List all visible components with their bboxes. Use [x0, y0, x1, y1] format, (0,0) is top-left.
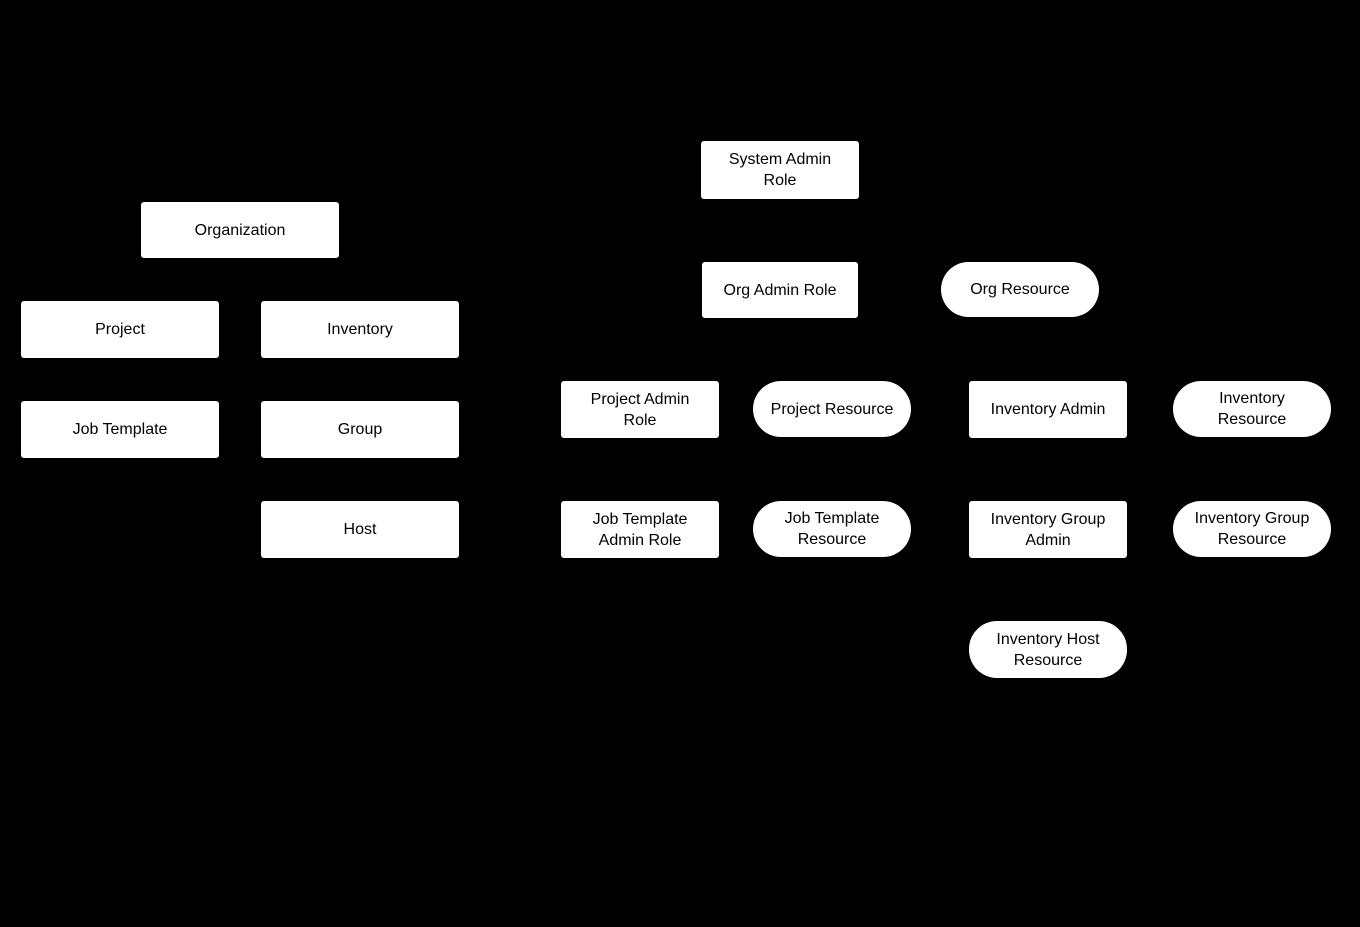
- node-project-label: Project: [95, 321, 145, 338]
- node-project-resource-label: Project Resource: [770, 400, 894, 418]
- node-project-resource: Project Resource: [753, 381, 911, 437]
- node-system-admin-role-label: System Admin Role: [728, 151, 832, 189]
- node-inventory-host-resource: Inventory Host Resource: [969, 621, 1127, 678]
- node-project: Project: [21, 301, 219, 358]
- node-project-admin-role-label: Project Admin Role: [590, 390, 690, 429]
- node-inventory-resource-label: Inventory Resource: [1217, 390, 1287, 428]
- node-inventory-admin: Inventory Admin: [969, 381, 1127, 438]
- node-inventory-group-resource-label: Inventory Group Resource: [1194, 510, 1310, 548]
- node-host: Host: [261, 501, 459, 558]
- node-inventory-group-admin: Inventory Group Admin: [969, 501, 1127, 558]
- node-job-template: Job Template: [21, 401, 219, 458]
- node-inventory-group-admin-label: Inventory Group Admin: [990, 510, 1106, 549]
- node-system-admin-role: System Admin Role: [701, 141, 859, 199]
- node-project-admin-role: Project Admin Role: [561, 381, 719, 438]
- node-job-template-resource-label: Job Template Resource: [784, 510, 880, 548]
- node-job-template-admin-role: Job Template Admin Role: [561, 501, 719, 558]
- node-org-admin-role-label: Org Admin Role: [723, 281, 837, 299]
- node-inventory-resource: Inventory Resource: [1173, 381, 1331, 437]
- node-org-resource-label: Org Resource: [970, 281, 1070, 298]
- node-organization: Organization: [141, 202, 339, 258]
- node-inventory-admin-label: Inventory Admin: [990, 401, 1106, 418]
- node-organization-label: Organization: [194, 221, 286, 239]
- node-org-resource: Org Resource: [941, 262, 1099, 317]
- node-group-label: Group: [337, 421, 383, 438]
- node-job-template-admin-role-label: Job Template Admin Role: [592, 510, 688, 549]
- node-inventory-group-resource: Inventory Group Resource: [1173, 501, 1331, 557]
- node-inventory-host-resource-label: Inventory Host Resource: [996, 630, 1100, 669]
- node-org-admin-role: Org Admin Role: [702, 262, 858, 318]
- node-inventory-label: Inventory: [327, 321, 393, 338]
- node-group: Group: [261, 401, 459, 458]
- node-job-template-resource: Job Template Resource: [753, 501, 911, 557]
- node-job-template-label: Job Template: [72, 421, 168, 438]
- node-inventory: Inventory: [261, 301, 459, 358]
- node-host-label: Host: [343, 521, 377, 538]
